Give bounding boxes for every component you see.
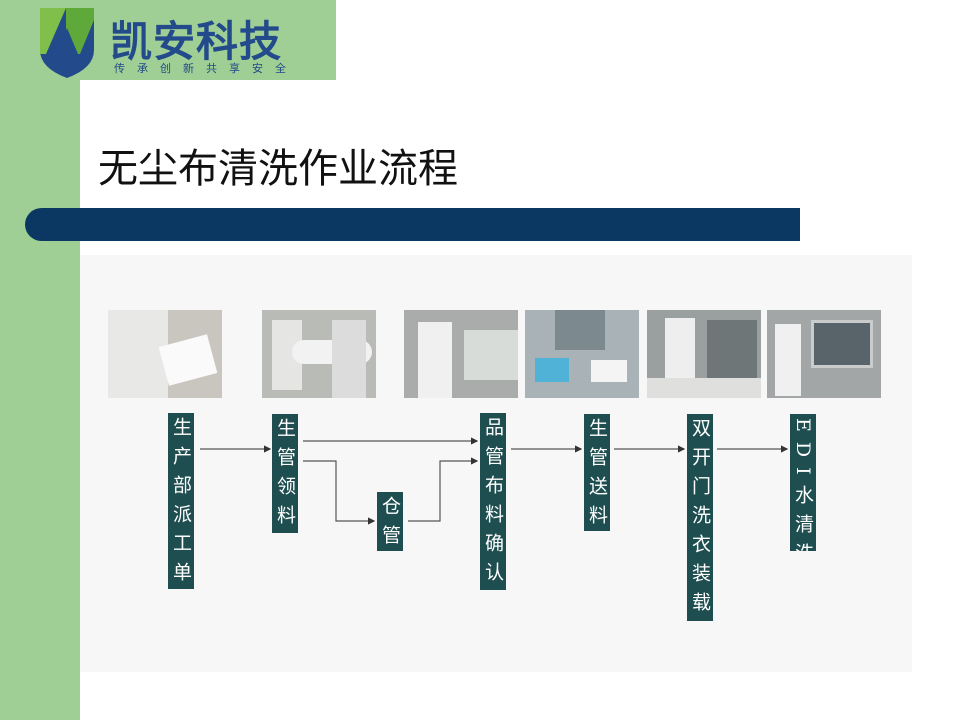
step-label: 生管领料 bbox=[274, 418, 296, 533]
photo-material-pickup bbox=[262, 310, 376, 398]
content-corner bbox=[80, 80, 200, 140]
step-label: 品管布料确认 bbox=[482, 417, 504, 590]
step-label: 生产部派工单 bbox=[170, 417, 192, 589]
step-label: 生管送料 bbox=[586, 418, 608, 531]
arrow-3-4 bbox=[408, 457, 479, 522]
photo-washer-loading bbox=[647, 310, 761, 398]
step-material-delivery: 生管送料 bbox=[584, 414, 610, 531]
step-material-pickup: 生管领料 bbox=[272, 414, 298, 533]
arrow-2-3 bbox=[303, 460, 376, 525]
logo-slogan: 传承创新共享安全 bbox=[114, 62, 298, 75]
title-underline-bar bbox=[25, 208, 800, 241]
step-edi-washing: EDI水清洗 bbox=[790, 414, 816, 551]
photo-material-delivery bbox=[525, 310, 639, 398]
photo-edi-washing bbox=[767, 310, 881, 398]
step-warehouse: 仓管 bbox=[377, 492, 403, 551]
shield-logo-icon bbox=[40, 8, 94, 78]
photo-work-order bbox=[108, 310, 222, 398]
step-work-order: 生产部派工单 bbox=[168, 413, 194, 589]
step-quality-check: 品管布料确认 bbox=[480, 413, 506, 590]
step-label: EDI水清洗 bbox=[792, 418, 814, 551]
step-washer-loading: 双开门洗衣装载 bbox=[687, 414, 713, 621]
step-label: 双开门洗衣装载 bbox=[689, 418, 711, 621]
left-green-strip bbox=[0, 0, 80, 720]
page-title: 无尘布清洗作业流程 bbox=[98, 146, 458, 192]
photo-quality-check bbox=[404, 310, 518, 398]
logo-name: 凯安科技 bbox=[110, 17, 283, 66]
company-logo: 凯安科技 传承创新共享安全 bbox=[36, 6, 336, 78]
step-label: 仓管 bbox=[379, 496, 401, 551]
